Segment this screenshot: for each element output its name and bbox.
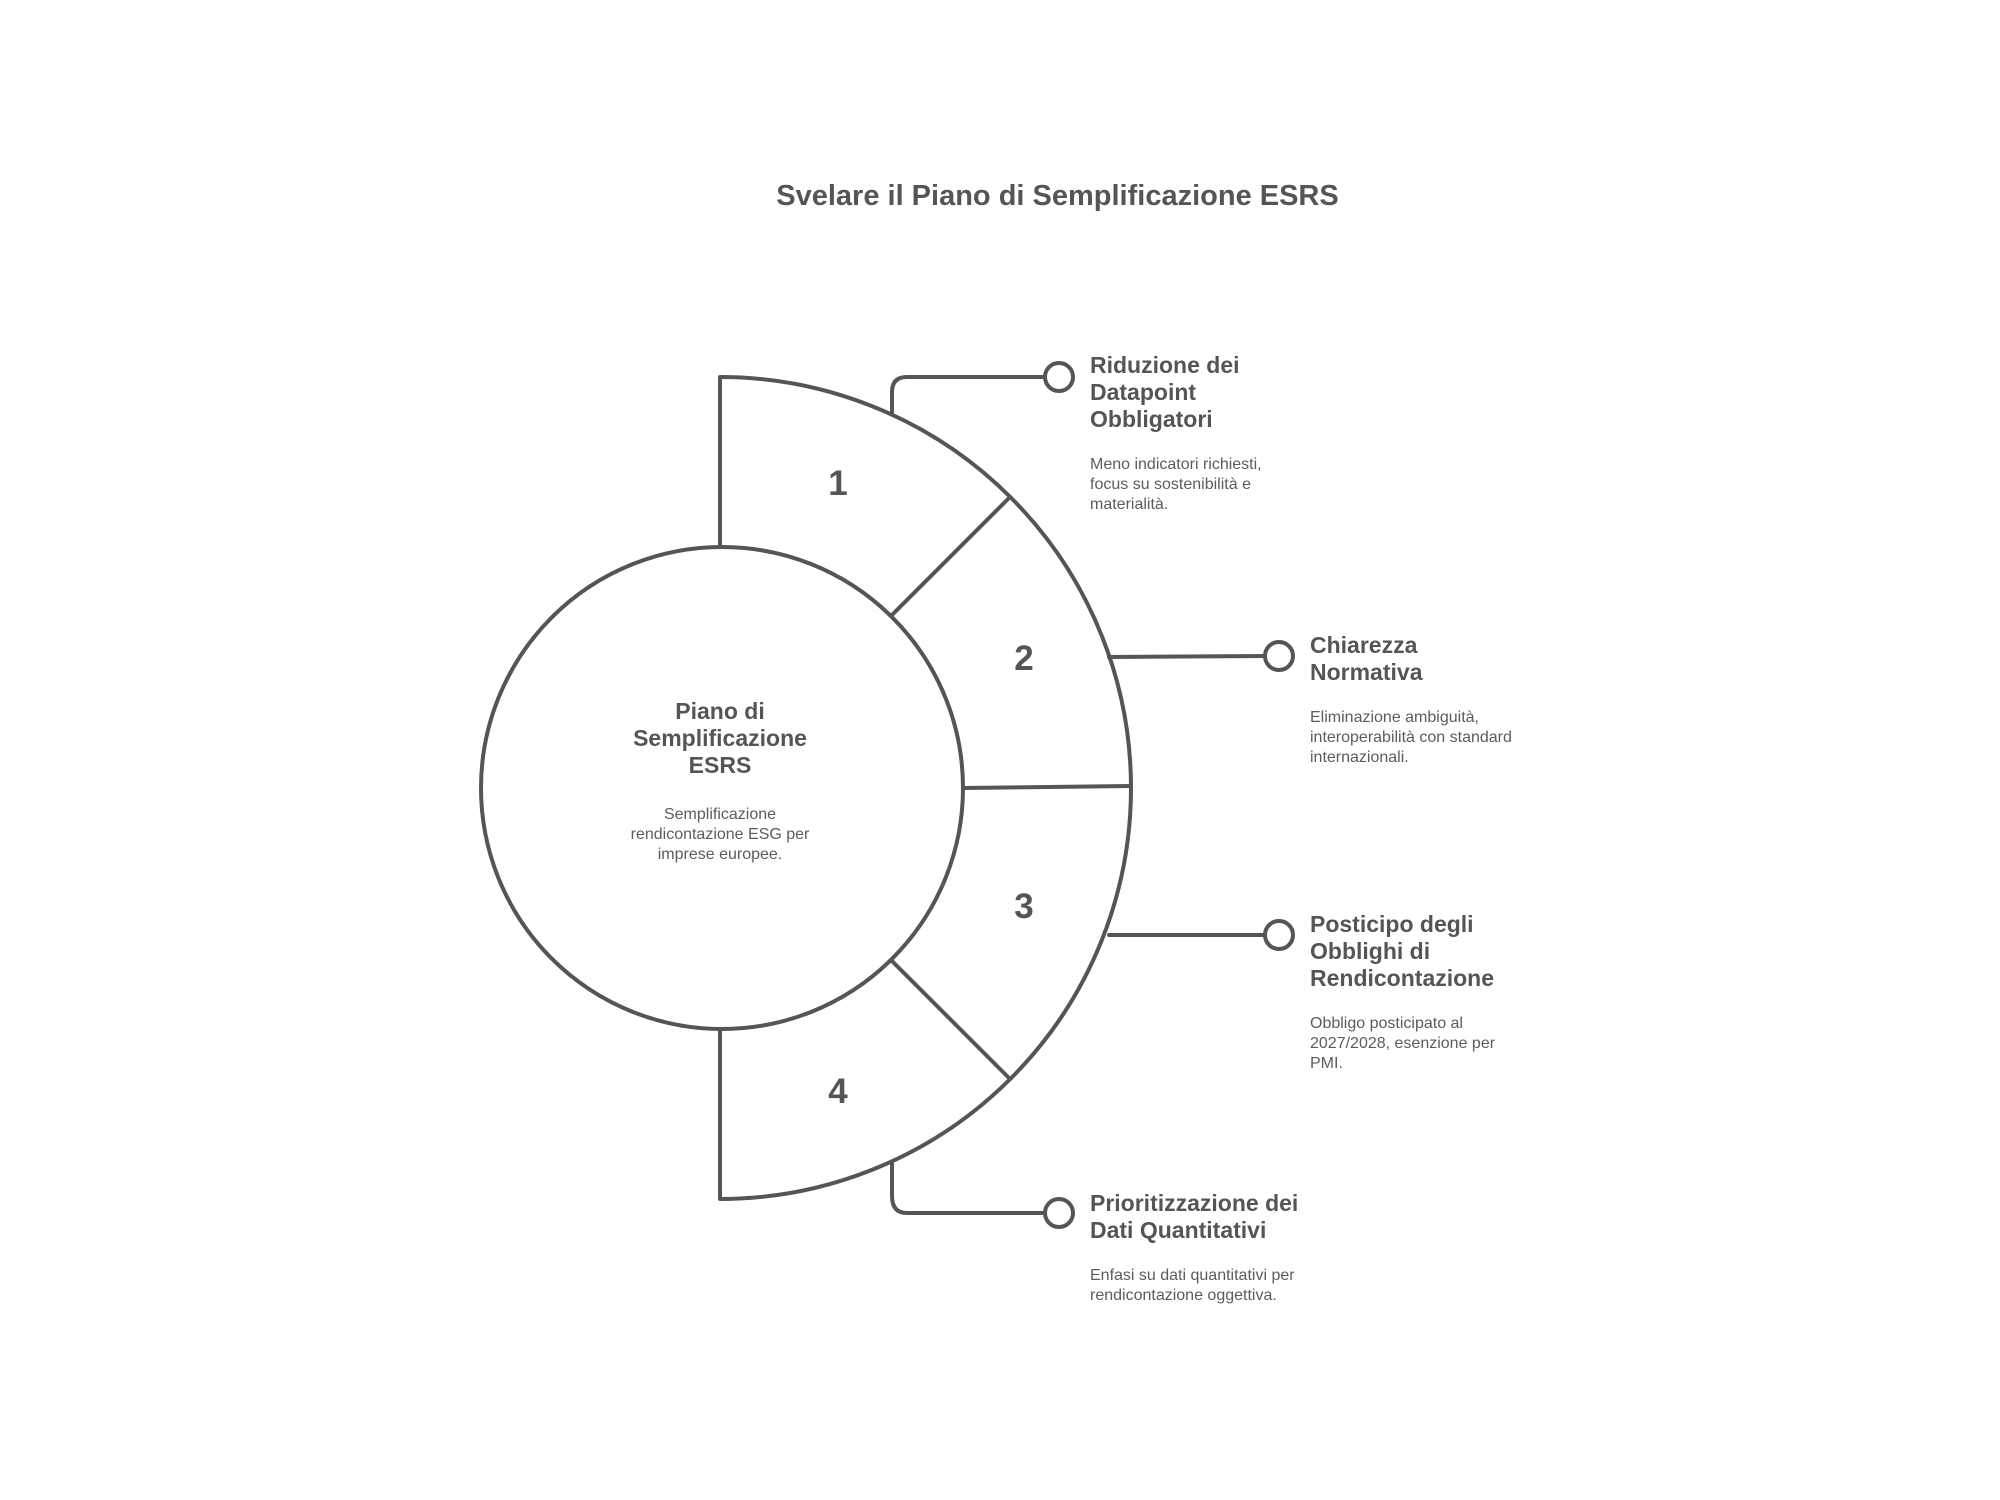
callout-4: Prioritizzazione dei Dati Quantitativi E…: [1090, 1190, 1310, 1306]
callout-2: Chiarezza Normativa Eliminazione ambigui…: [1310, 632, 1520, 768]
callout-1: Riduzione dei Datapoint Obbligatori Meno…: [1090, 352, 1300, 515]
callout-4-description: Enfasi su dati quantitativi per rendicon…: [1090, 1267, 1295, 1304]
center-circle: [479, 545, 965, 1031]
segment-number-1: 1: [828, 464, 847, 503]
connector-node-1: [1043, 361, 1075, 393]
callout-4-title: Prioritizzazione dei Dati Quantitativi: [1090, 1190, 1299, 1243]
callout-2-title: Chiarezza Normativa: [1310, 632, 1423, 685]
segment-divider-3-4: [887, 956, 1012, 1081]
connector-node-4: [1043, 1197, 1075, 1229]
diagram-title: Svelare il Piano di Semplificazione ESRS: [776, 180, 1339, 212]
segment-divider-1-2: [887, 495, 1012, 620]
callout-3-title: Posticipo degli Obblighi di Rendicontazi…: [1310, 911, 1495, 991]
callout-3-description: Obbligo posticipato al 2027/2028, esenzi…: [1310, 1015, 1496, 1072]
connector-node-2: [1263, 640, 1295, 672]
segment-number-4: 4: [828, 1072, 848, 1111]
segment-number-3: 3: [1014, 887, 1033, 926]
connector-2: [1107, 654, 1267, 659]
callout-2-description: Eliminazione ambiguità, interoperabilità…: [1310, 709, 1512, 766]
segment-number-2: 2: [1014, 639, 1033, 678]
callout-1-description: Meno indicatori richiesti, focus su sost…: [1090, 456, 1262, 513]
connector-node-3: [1263, 919, 1295, 951]
segment-divider-2-3: [961, 784, 1133, 790]
connector-1: [890, 375, 1046, 415]
center-description: Semplificazione rendicontazione ESG per …: [630, 806, 810, 863]
callout-1-title: Riduzione dei Datapoint Obbligatori: [1090, 352, 1240, 432]
callout-3: Posticipo degli Obblighi di Rendicontazi…: [1310, 911, 1520, 1074]
connector-4: [890, 1161, 1046, 1215]
center-title: Piano di Semplificazione ESRS: [633, 698, 807, 778]
center-node: Piano di Semplificazione ESRS Semplifica…: [610, 698, 830, 865]
